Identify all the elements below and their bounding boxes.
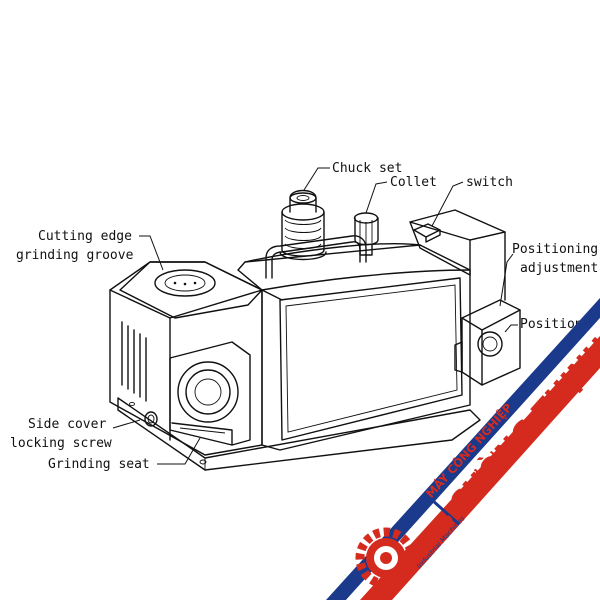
blue-stripe bbox=[326, 298, 600, 600]
motor-housing bbox=[409, 209, 506, 301]
label-cutting-edge-2: grinding groove bbox=[16, 248, 134, 263]
base-plate bbox=[117, 397, 481, 471]
label-grinding-seat: Grinding seat bbox=[48, 457, 150, 472]
label-collet: Collet bbox=[390, 175, 437, 190]
red-stripe bbox=[360, 336, 600, 600]
label-side-cover-2: locking screw bbox=[10, 436, 112, 451]
positioning-block bbox=[454, 299, 521, 386]
left-housing bbox=[109, 261, 263, 456]
label-chuck-set: Chuck set bbox=[332, 161, 402, 176]
label-positioning-adj-1: Positioning bbox=[512, 242, 598, 257]
main-body bbox=[237, 243, 471, 451]
vent-slots bbox=[121, 321, 147, 402]
machine-drawing bbox=[109, 189, 521, 471]
leader-lines bbox=[112, 167, 518, 465]
power-switch bbox=[413, 223, 441, 243]
side-cover bbox=[169, 341, 251, 446]
label-cutting-edge-1: Cutting edge bbox=[38, 229, 132, 244]
label-positioning-adj-2: adjustment bbox=[520, 261, 598, 276]
callout-labels: Chuck set Collet switch Cutting edge gri… bbox=[10, 161, 598, 472]
locking-screw bbox=[144, 411, 158, 427]
label-switch: switch bbox=[466, 175, 513, 190]
handle-bar bbox=[265, 235, 367, 279]
brand-banner: MÁY CÔNG NGHIỆP CƯỜNG THỊNH CƯỜNG THỊNH … bbox=[326, 298, 600, 600]
chuck-set bbox=[279, 189, 327, 261]
gear-logo-icon bbox=[355, 527, 417, 589]
label-side-cover-1: Side cover bbox=[28, 417, 106, 432]
brand-divider bbox=[432, 500, 461, 526]
